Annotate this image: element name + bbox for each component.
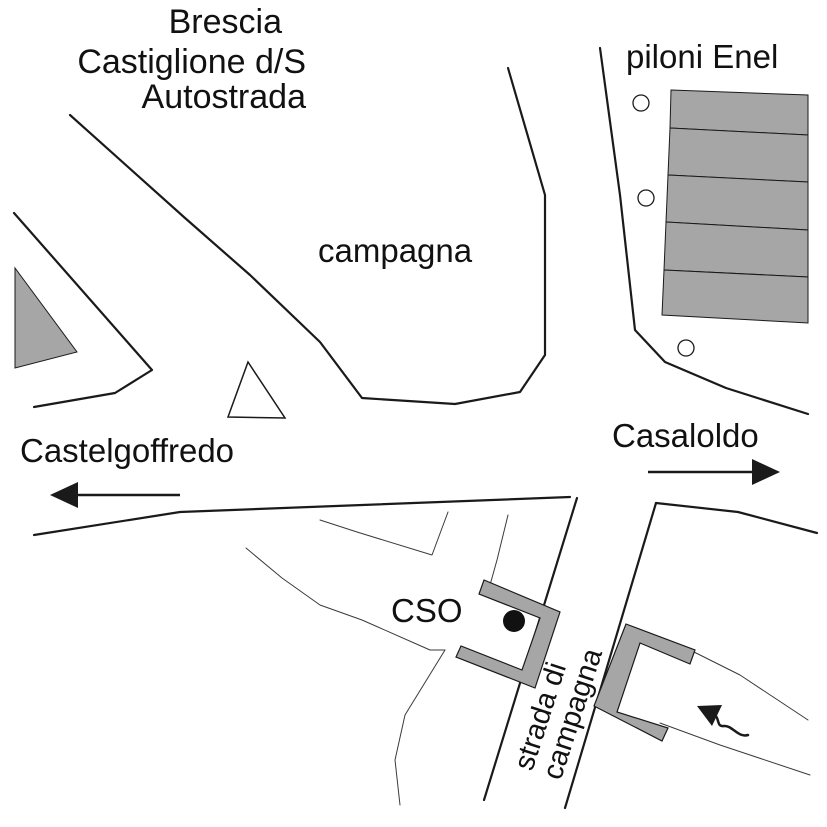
pylon-field-strip-4 <box>663 221 809 278</box>
label-campagna: campagna <box>318 232 473 269</box>
field-path-2 <box>245 547 446 651</box>
arrow-right-icon <box>648 459 780 485</box>
label-autostrada: Autostrada <box>142 78 307 116</box>
label-cso: CSO <box>391 592 463 629</box>
field-path-4 <box>489 514 509 586</box>
label-castiglione: Castiglione d/S <box>77 43 306 81</box>
pylon-circle-icon <box>632 94 650 112</box>
pylon-field-strip-5 <box>661 269 809 324</box>
pylon-circle-icon <box>637 189 655 207</box>
main-road-south-edge <box>32 495 572 537</box>
pylon-field-strip-3 <box>665 174 809 231</box>
gray-triangle-area <box>14 266 78 369</box>
road-edge-upper-left-inner <box>68 66 547 406</box>
main-road-south-edge-east <box>654 501 819 535</box>
arrow-left-icon <box>50 482 180 508</box>
curved-arrow-icon <box>697 705 750 737</box>
field-path-3 <box>394 649 446 806</box>
label-brescia: Brescia <box>169 3 282 41</box>
pylon-field-strip-2 <box>667 127 809 183</box>
label-piloni-enel: piloni Enel <box>626 38 778 75</box>
pylon-field <box>661 89 809 324</box>
gate-bracket-east <box>593 623 696 742</box>
white-triangle-marker <box>226 360 287 419</box>
label-castelgoffredo: Castelgoffredo <box>20 432 234 469</box>
road-edge-upper-left-outer <box>12 211 154 409</box>
pylon-field-strip-1 <box>669 89 809 136</box>
field-path-1 <box>319 511 449 556</box>
lane-edge-east <box>563 501 658 810</box>
field-edge-right <box>598 46 810 416</box>
field-path-6 <box>659 722 811 776</box>
pylon-circle-icon <box>677 339 695 357</box>
gate-bracket-west <box>455 579 561 689</box>
label-casaloldo: Casaloldo <box>612 417 759 454</box>
cso-location-marker <box>503 610 525 632</box>
field-path-5 <box>689 649 809 721</box>
